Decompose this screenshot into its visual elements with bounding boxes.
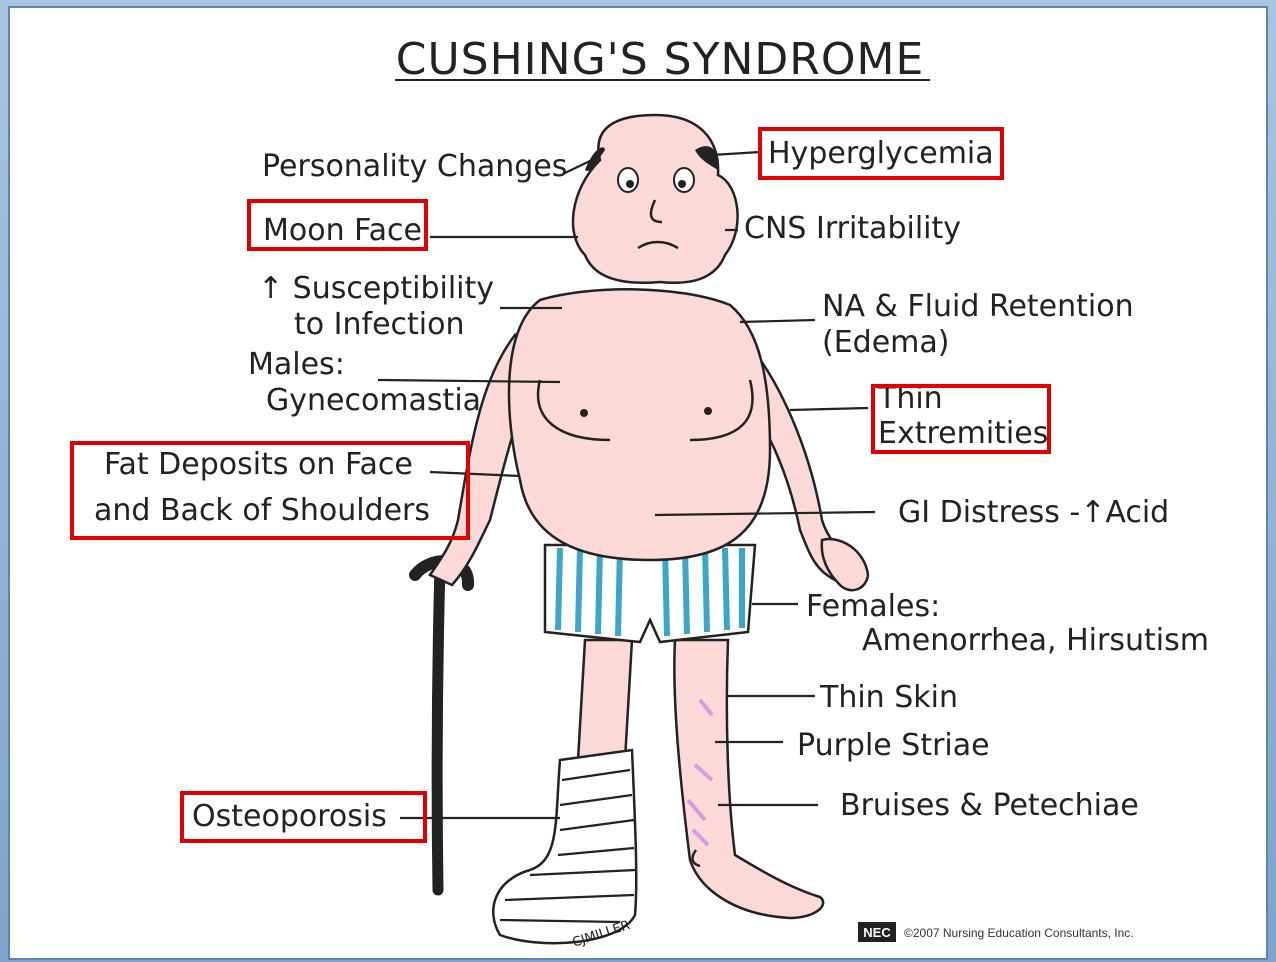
nec-logo-text: NEC	[863, 925, 891, 940]
label-gi-distress: GI Distress -↑Acid	[898, 495, 1169, 530]
label-personality-changes: Personality Changes	[262, 149, 567, 184]
copyright-notice: ©2007 Nursing Education Consultants, Inc…	[904, 926, 1134, 940]
page-title: CUSHING'S SYNDROME	[396, 34, 925, 85]
label-cns-irritability: CNS Irritability	[744, 211, 961, 246]
label-edema: (Edema)	[822, 325, 949, 360]
label-amenorrhea-hirsutism: Amenorrhea, Hirsutism	[862, 623, 1209, 658]
label-thin-skin: Thin Skin	[819, 680, 958, 715]
label-females: Females:	[806, 589, 940, 624]
label-susceptibility-line2: to Infection	[294, 307, 465, 342]
label-purple-striae: Purple Striae	[797, 728, 990, 763]
label-bruises-petechiae: Bruises & Petechiae	[840, 788, 1139, 823]
label-extremities: Extremities	[878, 416, 1048, 451]
label-fat-deposits: Fat Deposits on Face	[104, 447, 413, 482]
slide-canvas: CUSHING'S SYNDROME	[10, 8, 1266, 958]
label-moon-face: Moon Face	[263, 213, 422, 248]
label-gynecomastia: Gynecomastia	[266, 383, 481, 418]
label-osteoporosis: Osteoporosis	[192, 799, 387, 834]
label-males: Males:	[248, 347, 345, 382]
label-na-fluid-retention: NA & Fluid Retention	[822, 289, 1134, 324]
label-fat-deposits-line2: and Back of Shoulders	[94, 493, 430, 528]
diagram-svg: CUSHING'S SYNDROME	[10, 8, 1266, 958]
label-susceptibility: ↑ Susceptibility	[258, 271, 494, 306]
label-hyperglycemia: Hyperglycemia	[768, 136, 994, 171]
